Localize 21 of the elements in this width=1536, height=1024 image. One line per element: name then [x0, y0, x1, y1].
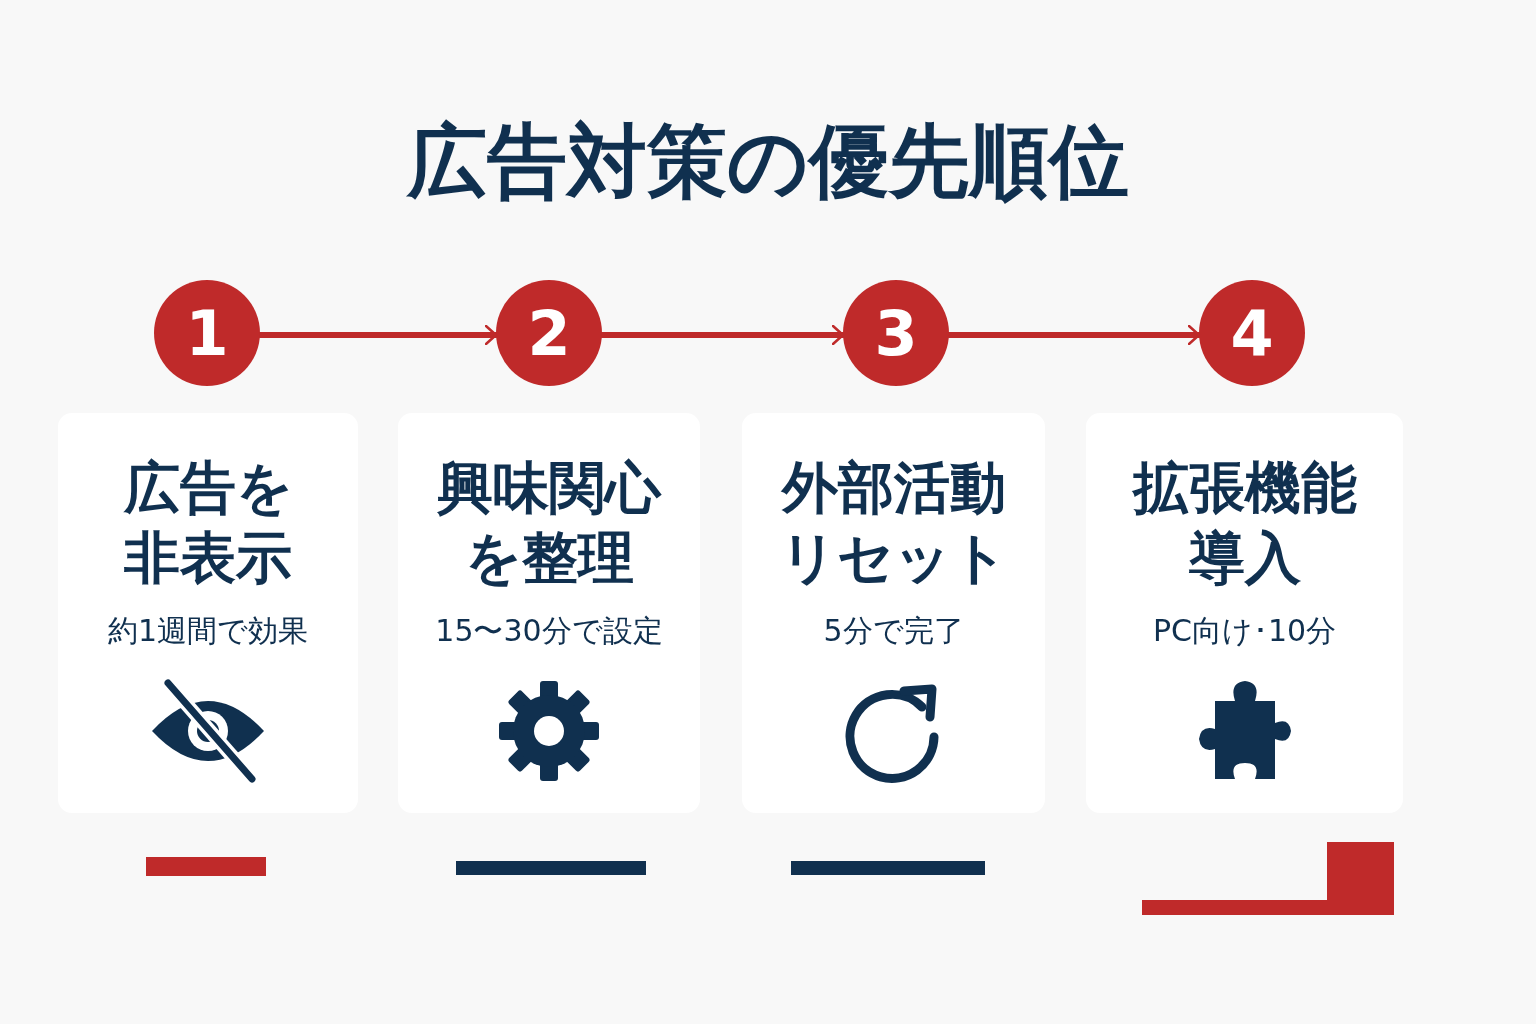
card-heading: 外部活動リセット — [778, 454, 1009, 592]
step-number-circle: 3 — [843, 280, 949, 386]
step-card — [742, 413, 1045, 813]
card-subtitle: PC向け･10分 — [1152, 612, 1337, 650]
title: 広告対策の優先順位 — [405, 114, 1130, 210]
card-subtitle: 15〜30分で設定 — [435, 612, 663, 650]
bar-mark — [791, 861, 985, 875]
card-heading: 興味関心を整理 — [436, 454, 663, 592]
step-card — [398, 413, 700, 813]
card-heading: 広告を非表示 — [122, 454, 294, 592]
step-number-circle: 4 — [1199, 280, 1305, 386]
step-card — [1086, 413, 1403, 813]
card-subtitle: 5分で完了 — [823, 612, 964, 650]
step-number-circle: 2 — [496, 280, 602, 386]
card-subtitle: 約1週間で効果 — [107, 612, 309, 650]
step-card — [58, 413, 358, 813]
bar-mark — [146, 857, 266, 876]
bar-mark — [456, 861, 646, 875]
bar-mark — [1142, 842, 1394, 915]
step-number-circle: 1 — [154, 280, 260, 386]
card-heading: 拡張機能導入 — [1131, 454, 1358, 592]
